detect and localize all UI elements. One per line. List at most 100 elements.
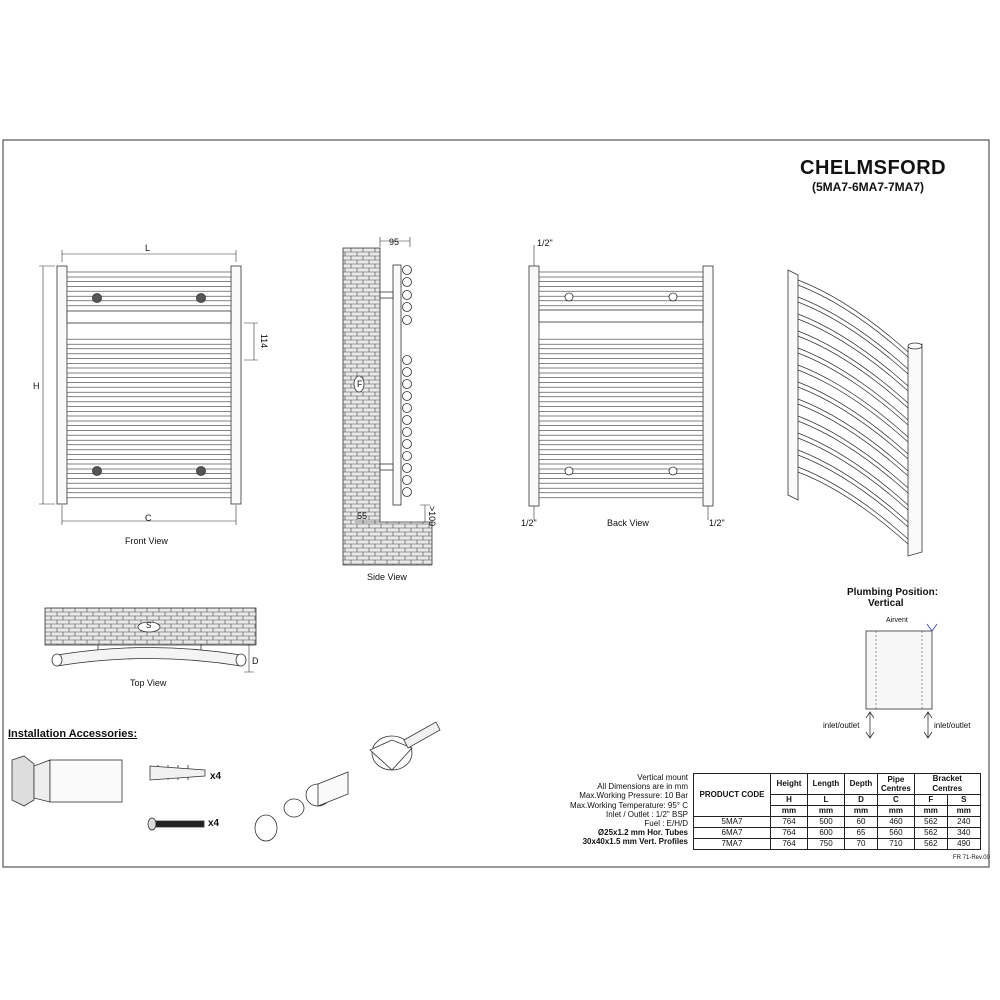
table-cell: 764 <box>770 838 808 850</box>
towel-bar <box>538 406 704 412</box>
curved-bar <box>797 352 909 426</box>
curved-bar <box>797 432 909 506</box>
plumbing-title: Plumbing Position: <box>847 587 939 598</box>
towel-bar <box>66 406 232 412</box>
header-length: Length <box>807 773 845 795</box>
table-cell: 560 <box>877 827 915 839</box>
towel-bar <box>538 281 704 287</box>
bar-section <box>402 463 412 473</box>
spec-line: Inlet / Outlet : 1/2" BSP <box>606 809 688 819</box>
revision-label: FR 71-Rev.00 <box>953 855 990 861</box>
bar-section <box>402 415 412 425</box>
table-cell: 710 <box>877 838 915 850</box>
table-cell: 764 <box>770 827 808 839</box>
letter-C: C <box>877 794 915 806</box>
bar-section <box>402 475 412 485</box>
back-pipe-left: 1/2" <box>521 518 537 528</box>
bar-section <box>402 315 412 325</box>
table-cell: 340 <box>946 827 981 839</box>
table-row: 6MA7 764 600 65 560 562 340 <box>693 827 981 839</box>
product-code: 7MA7 <box>693 838 771 850</box>
towel-bar <box>66 290 232 297</box>
towel-bar <box>538 358 704 364</box>
towel-bar <box>538 444 704 451</box>
spec-line: All Dimensions are in mm <box>597 782 688 792</box>
towel-bar <box>66 348 232 355</box>
towel-bar <box>538 396 704 403</box>
table-cell: 490 <box>946 838 981 850</box>
towel-bar <box>538 415 704 422</box>
curved-bar <box>797 296 909 370</box>
towel-bar <box>66 281 232 287</box>
curved-bar <box>797 347 909 421</box>
header-pipe-centres: Pipe Centres <box>877 773 915 795</box>
towel-bar <box>66 425 232 431</box>
specification-notes: Vertical mount All Dimensions are in mm … <box>488 773 688 847</box>
accessories-drawing <box>11 721 441 842</box>
curved-bar <box>797 449 909 523</box>
curved-bar <box>797 466 909 540</box>
accessories-title: Installation Accessories: <box>8 728 138 740</box>
side-bracket-F: F <box>357 379 363 389</box>
bar-section <box>402 487 412 497</box>
table-row: 7MA7 764 750 70 710 562 490 <box>693 838 981 850</box>
back-view-label: Back View <box>607 518 649 528</box>
letter-H: H <box>770 794 808 806</box>
sheet-border <box>2 139 990 868</box>
curved-bar <box>797 284 909 358</box>
bar-section <box>402 277 412 287</box>
curved-bar <box>797 454 909 528</box>
wall-plug-quantity: x4 <box>210 771 222 782</box>
product-code: 6MA7 <box>693 827 771 839</box>
towel-bar <box>538 377 704 383</box>
top-dim-S: S <box>146 621 152 630</box>
unit: mm <box>877 805 915 817</box>
towel-bar <box>538 367 704 374</box>
table-cell: 600 <box>807 827 845 839</box>
front-dim-114: 114 <box>259 333 270 349</box>
front-dim-L: L <box>145 243 151 253</box>
front-dim-H: H <box>33 381 40 391</box>
curved-bar <box>797 420 909 494</box>
side-dim-95: 95 <box>389 237 400 247</box>
product-dimensions-table: PRODUCT CODE Height Length Depth Pipe Ce… <box>693 773 981 850</box>
towel-bar <box>538 473 704 479</box>
side-view-drawing <box>342 237 433 566</box>
towel-bar <box>538 271 704 278</box>
towel-bar <box>538 434 704 441</box>
front-dim-C: C <box>145 513 152 523</box>
inlet-left-label: inlet/outlet <box>823 721 860 730</box>
product-codes-subtitle: (5MA7-6MA7-7MA7) <box>812 180 925 194</box>
bar-section <box>402 391 412 401</box>
towel-bar <box>66 367 232 374</box>
product-code: 5MA7 <box>693 816 771 828</box>
bar-section <box>402 265 412 275</box>
bar-section <box>402 403 412 413</box>
towel-bar <box>538 386 704 393</box>
table-cell: 562 <box>913 838 948 850</box>
header-depth: Depth <box>844 773 878 795</box>
towel-bar <box>66 377 232 383</box>
unit: mm <box>770 805 808 817</box>
side-view-label: Side View <box>367 572 407 582</box>
curved-bar <box>797 415 909 489</box>
table-cell: 70 <box>844 838 878 850</box>
unit: mm <box>807 805 845 817</box>
inlet-right-label: inlet/outlet <box>934 721 971 730</box>
screw-quantity: x4 <box>208 818 220 829</box>
unit: mm <box>913 805 948 817</box>
front-view-label: Front View <box>125 536 168 546</box>
towel-bar <box>538 338 704 345</box>
table-cell: 562 <box>913 827 948 839</box>
towel-bar <box>66 434 232 441</box>
letter-S: S <box>946 794 981 806</box>
curved-bar <box>797 301 909 375</box>
plumbing-orientation: Vertical <box>868 598 904 609</box>
curved-bar <box>797 471 909 545</box>
towel-bar <box>538 348 704 355</box>
bar-section <box>402 355 412 365</box>
bar-section <box>402 290 412 300</box>
table-cell: 460 <box>877 816 915 828</box>
spec-line: Fuel : E/H/D <box>644 819 688 829</box>
